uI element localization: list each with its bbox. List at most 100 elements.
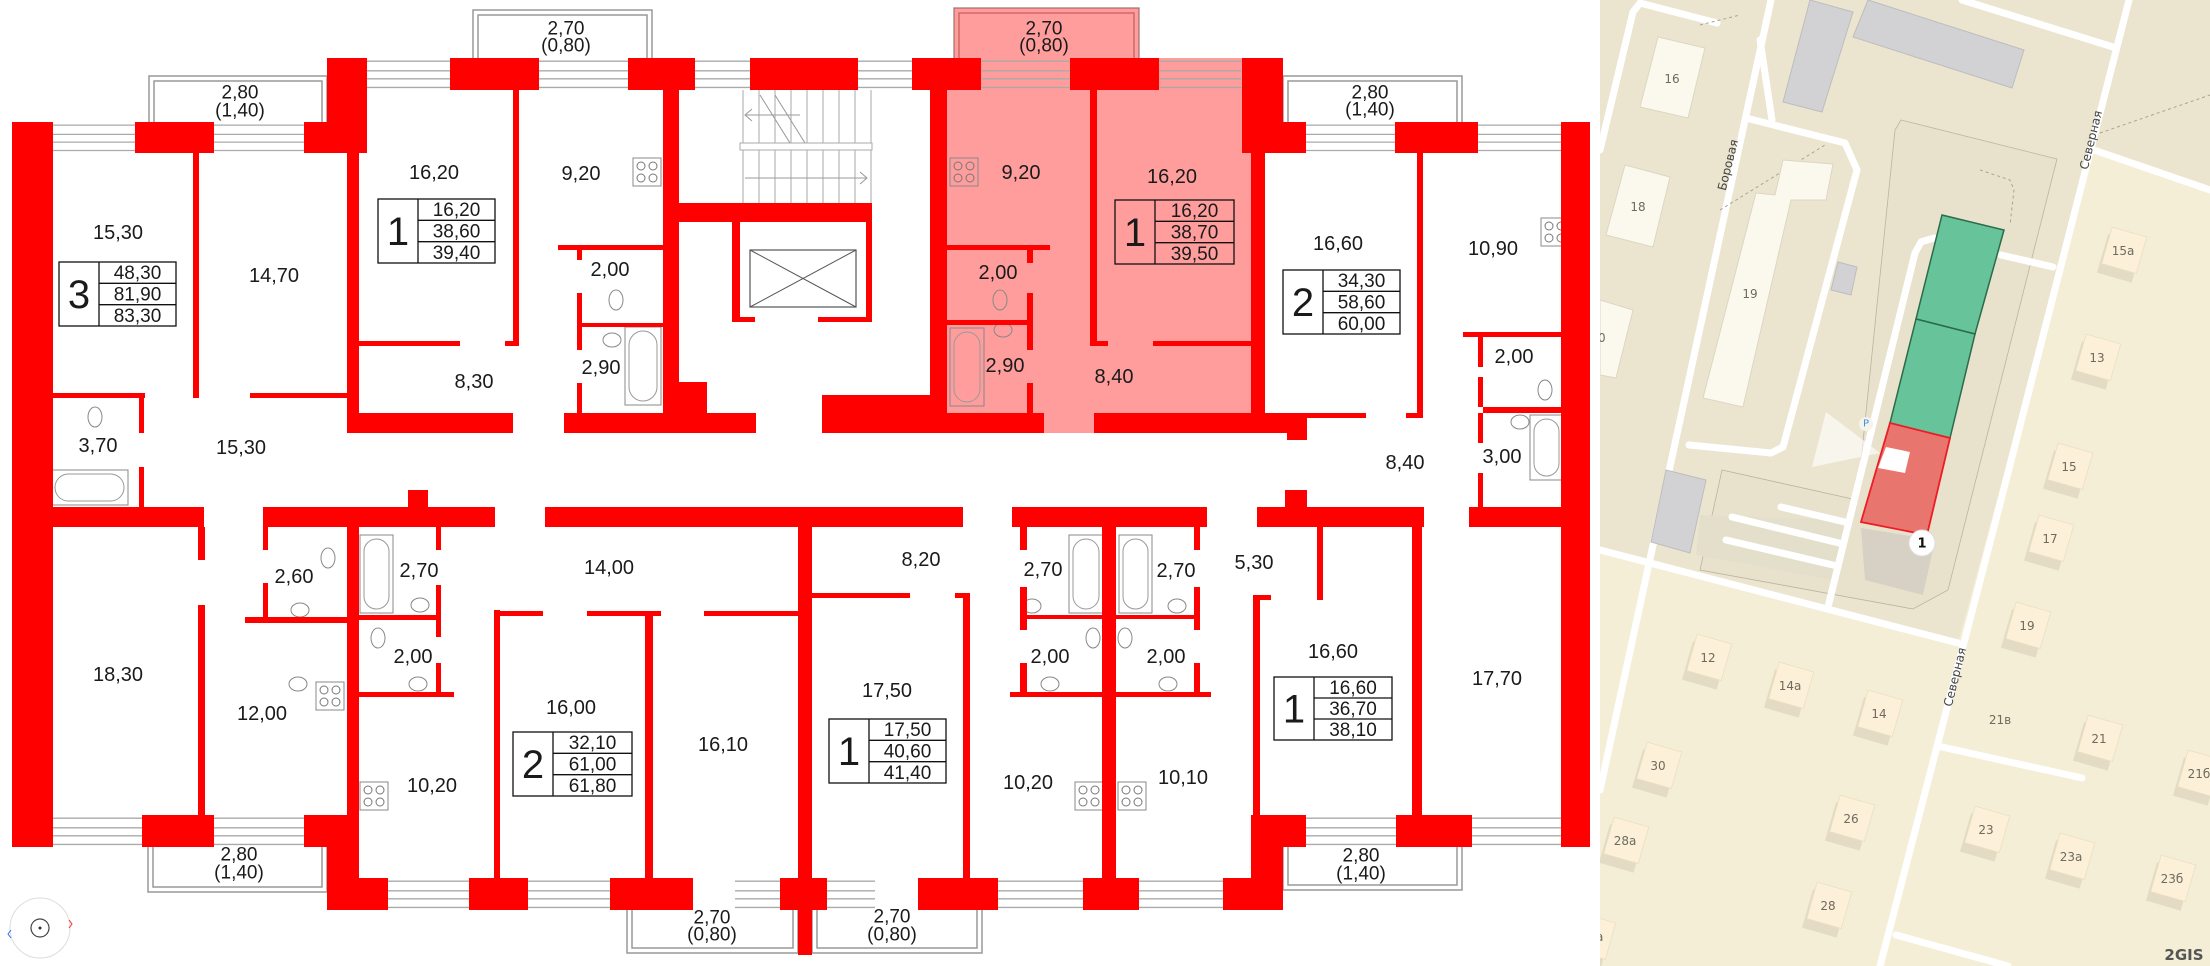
wall — [577, 323, 663, 327]
toilet-icon — [370, 627, 386, 649]
window — [388, 880, 469, 909]
wall — [1094, 413, 1307, 433]
house-number: 19 — [1742, 287, 1757, 301]
windows — [53, 60, 1561, 909]
wall — [139, 398, 144, 433]
living-area: 16,20 — [433, 200, 481, 221]
house-number: 14а — [1779, 679, 1802, 693]
room-area-label: 2,70 — [400, 560, 439, 582]
wall — [947, 320, 1030, 325]
wall — [963, 593, 970, 878]
total-area-with-balcony: 39,50 — [1171, 244, 1219, 265]
balcony-area-label: 2,70 — [548, 19, 585, 40]
wall — [1251, 815, 1306, 847]
total-area-with-balcony: 41,40 — [884, 763, 932, 784]
total-area: 58,60 — [1338, 293, 1386, 314]
wall — [142, 815, 214, 847]
parking-label: P — [1863, 419, 1869, 430]
house-number: 10 — [1590, 331, 1605, 345]
wall — [1194, 527, 1200, 550]
wall — [1412, 527, 1422, 815]
room-area-label: 3,00 — [1483, 446, 1522, 468]
staircase — [739, 90, 873, 308]
wall — [1102, 527, 1116, 880]
road — [1938, 743, 2086, 782]
house-number: 26 — [1843, 812, 1858, 826]
stove-icon — [632, 157, 662, 187]
balcony-area-label: 2,80 — [222, 83, 259, 104]
road — [2090, 146, 2210, 194]
selected-entrance-marker[interactable]: 1 — [1908, 529, 1936, 557]
wall — [505, 341, 519, 346]
location-map[interactable]: 1P1618101915а1315171921в2121б1214а143026… — [1566, 0, 2210, 966]
room-area-label: 14,00 — [584, 557, 634, 579]
sink-icon — [602, 332, 622, 348]
house — [1600, 912, 1617, 966]
room-count: 1 — [1124, 211, 1146, 255]
house-number: 28 — [1820, 899, 1835, 913]
room-area-label: 9,20 — [562, 163, 601, 185]
balcony-reduced-area-label: (0,80) — [1019, 36, 1069, 57]
wall — [12, 507, 204, 527]
house-number: 30 — [1650, 759, 1665, 773]
window — [1306, 817, 1396, 846]
wall — [812, 593, 910, 598]
compass-icon[interactable] — [7, 897, 73, 959]
toilet-icon — [608, 289, 624, 311]
wall — [139, 467, 144, 507]
living-area: 48,30 — [114, 263, 162, 284]
window — [214, 124, 304, 152]
stove-icon — [359, 781, 389, 811]
stove-icon — [949, 157, 979, 187]
total-area: 40,60 — [884, 742, 932, 763]
total-area: 36,70 — [1329, 699, 1377, 720]
room-count: 2 — [522, 743, 544, 787]
room-area-label: 14,70 — [249, 265, 299, 287]
wall — [469, 878, 528, 910]
wall — [1027, 383, 1033, 413]
house — [2001, 601, 2052, 658]
wall — [245, 617, 357, 623]
house — [2173, 749, 2210, 806]
house-number: 16 — [1664, 72, 1679, 86]
window — [998, 880, 1083, 909]
balcony-area-label: 2,70 — [1026, 19, 1063, 40]
map-logo[interactable]: 2GIS — [2164, 946, 2203, 964]
bathtub-icon — [359, 534, 394, 614]
wall — [1285, 490, 1307, 507]
wall — [1153, 341, 1251, 346]
walls — [12, 58, 1590, 955]
wall — [1478, 377, 1483, 407]
wall — [732, 317, 755, 322]
wall — [1194, 587, 1200, 630]
room-count: 3 — [68, 273, 90, 317]
window — [367, 60, 450, 89]
house — [2146, 854, 2197, 911]
house — [1853, 689, 1904, 746]
room-area-label: 17,50 — [862, 680, 912, 702]
bathtub-icon — [1068, 534, 1104, 614]
house — [1632, 741, 1683, 798]
road — [1824, 234, 1938, 611]
room-area-label: 2,00 — [591, 259, 630, 281]
house-number: 19 — [2019, 619, 2034, 633]
wall — [955, 593, 970, 598]
road — [1997, 251, 2057, 271]
wall — [436, 620, 441, 637]
window — [1306, 124, 1395, 152]
stove-icon — [315, 681, 345, 711]
toilet-icon — [1085, 627, 1101, 649]
room-area-label: 18,30 — [93, 664, 143, 686]
window — [1159, 60, 1242, 89]
room-area-label: 10,10 — [1158, 767, 1208, 789]
room-area-label: 10,20 — [1003, 772, 1053, 794]
house — [2024, 514, 2075, 571]
balcony-area-label: 2,80 — [1343, 846, 1380, 867]
